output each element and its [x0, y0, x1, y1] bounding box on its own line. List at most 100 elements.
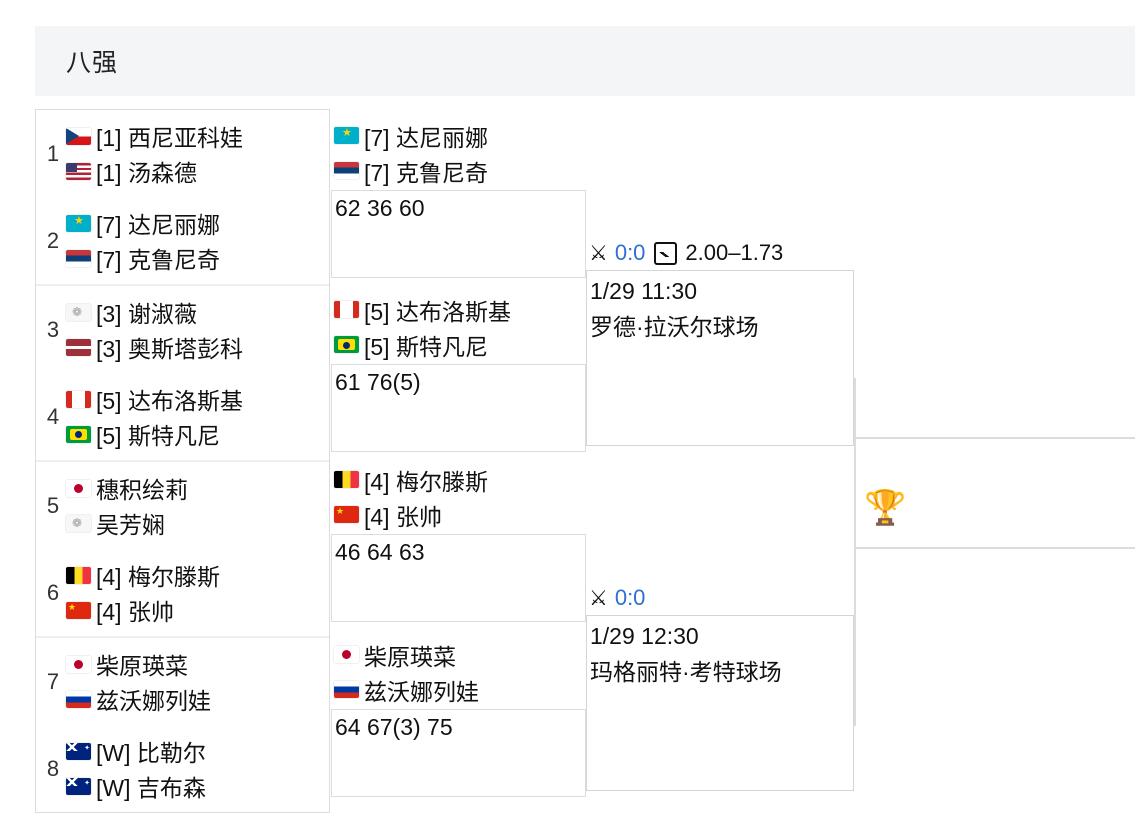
player-entry[interactable]: [4] 梅尔滕斯 — [334, 462, 586, 497]
player-entry[interactable]: [7] 达尼丽娜 — [334, 118, 586, 153]
team-block: [W] 比勒尔[W] 吉布森 — [66, 734, 329, 804]
australia-flag — [66, 742, 91, 760]
player-entry[interactable]: [W] 比勒尔 — [66, 734, 329, 769]
player-name: 柴原瑛菜 — [364, 643, 456, 670]
player-name: [4] 梅尔滕斯 — [364, 468, 488, 495]
crossed-swords-icon: ⚔ — [589, 586, 608, 610]
match-venue: 玛格丽特·考特球场 — [590, 659, 782, 685]
player-entry[interactable]: [4] 张帅 — [66, 593, 329, 628]
player-name: 穗积绘莉 — [96, 477, 188, 503]
player-entry[interactable]: 兹沃娜列娃 — [66, 682, 329, 717]
final-connector-line — [854, 378, 856, 726]
player-entry[interactable]: [4] 梅尔滕斯 — [66, 558, 329, 593]
player-name: [1] 西尼亚科娃 — [96, 125, 243, 151]
player-entry[interactable]: [4] 张帅 — [334, 497, 586, 532]
player-entry[interactable]: [5] 斯特凡尼 — [66, 417, 329, 452]
player-name: 兹沃娜列娃 — [96, 688, 211, 714]
odds-value[interactable]: 2.00–1.73 — [685, 240, 784, 265]
row-number: 1 — [46, 140, 60, 166]
kazakhstan-flag — [334, 127, 359, 144]
quarterfinal-row[interactable]: 6 [4] 梅尔滕斯 [4] 张帅 — [36, 549, 329, 636]
player-name: [5] 斯特凡尼 — [364, 333, 488, 360]
live-score[interactable]: 0:0 — [614, 240, 646, 265]
chinese-taipei-flag — [66, 303, 91, 321]
row-number: 8 — [46, 755, 60, 781]
match-status-bar: ⚔0:0 — [586, 581, 854, 615]
quarterfinal-row[interactable]: 4[5] 达布洛斯基[5] 斯特凡尼 — [36, 373, 329, 460]
player-name: [7] 达尼丽娜 — [364, 124, 488, 151]
russia-flag — [334, 681, 359, 698]
japan-flag — [334, 646, 359, 663]
player-name: [4] 梅尔滕斯 — [96, 564, 220, 590]
team-block: [7] 达尼丽娜 [7] 克鲁尼奇 — [66, 206, 329, 276]
brazil-flag — [66, 425, 91, 443]
player-name: [3] 奥斯塔彭科 — [96, 336, 243, 362]
player-entry[interactable]: 柴原瑛菜 — [334, 637, 586, 672]
player-name: [4] 张帅 — [96, 599, 174, 625]
quarterfinal-row[interactable]: 1 [1] 西尼亚科娃 [1] 汤森德 — [36, 110, 329, 197]
team-block: 柴原瑛菜兹沃娜列娃 — [66, 647, 329, 717]
quarterfinal-row[interactable]: 2 [7] 达尼丽娜 [7] 克鲁尼奇 — [36, 197, 329, 284]
team-block: [4] 梅尔滕斯 [4] 张帅 — [66, 558, 329, 628]
match-score: 64 67(3) 75 — [335, 714, 453, 740]
odds-chart-icon[interactable] — [654, 241, 678, 265]
match-datetime: 1/29 12:30 — [590, 623, 699, 649]
semifinal-team[interactable]: [5] 达布洛斯基 [5] 斯特凡尼 — [331, 288, 586, 364]
row-number: 6 — [46, 579, 60, 605]
kazakhstan-flag — [66, 214, 91, 232]
live-score[interactable]: 0:0 — [614, 585, 646, 610]
belgium-flag — [66, 566, 91, 584]
row-number: 2 — [46, 227, 60, 253]
player-entry[interactable]: [5] 斯特凡尼 — [334, 327, 586, 362]
player-entry[interactable]: 穗积绘莉 — [66, 471, 329, 506]
china-flag — [334, 506, 359, 523]
semifinal-slot: [7] 达尼丽娜[7] 克鲁尼奇 62 36 60 — [331, 114, 586, 278]
player-name: [3] 谢淑薇 — [96, 301, 197, 327]
semifinal-slot: [5] 达布洛斯基 [5] 斯特凡尼 61 76(5) — [331, 288, 586, 452]
china-flag — [66, 601, 91, 619]
player-entry[interactable]: [3] 谢淑薇 — [66, 295, 329, 330]
russia-flag — [66, 690, 91, 708]
row-number: 4 — [46, 403, 60, 429]
player-entry[interactable]: [5] 达布洛斯基 — [334, 292, 586, 327]
semifinal-team[interactable]: [4] 梅尔滕斯[4] 张帅 — [331, 458, 586, 534]
player-entry[interactable]: 柴原瑛菜 — [66, 647, 329, 682]
chinese-taipei-flag — [66, 514, 91, 532]
player-name: [7] 达尼丽娜 — [96, 212, 220, 238]
player-entry[interactable]: [7] 达尼丽娜 — [66, 206, 329, 241]
semifinal-score-box: 61 76(5) — [331, 364, 586, 452]
player-entry[interactable]: 吴芳娴 — [66, 506, 329, 541]
japan-flag — [66, 479, 91, 497]
row-number: 5 — [46, 492, 60, 518]
quarterfinal-row[interactable]: 5 穗积绘莉吴芳娴 — [36, 462, 329, 549]
page-title: 八强 — [66, 49, 119, 77]
match-score: 62 36 60 — [335, 195, 425, 221]
final-row: 🏆 — [854, 437, 1135, 549]
quarterfinal-row[interactable]: 3[3] 谢淑薇[3] 奥斯塔彭科 — [36, 286, 329, 373]
team-block: [5] 达布洛斯基[5] 斯特凡尼 — [66, 382, 329, 452]
player-entry[interactable]: 兹沃娜列娃 — [334, 672, 586, 707]
player-name: 吴芳娴 — [96, 512, 165, 538]
quarterfinal-row[interactable]: 8[W] 比勒尔[W] 吉布森 — [36, 725, 329, 812]
semifinal-slot: 柴原瑛菜兹沃娜列娃 64 67(3) 75 — [331, 633, 586, 797]
australia-flag — [66, 777, 91, 795]
semifinal-score-box: 64 67(3) 75 — [331, 709, 586, 797]
semifinal-team[interactable]: 柴原瑛菜兹沃娜列娃 — [331, 633, 586, 709]
player-entry[interactable]: [3] 奥斯塔彭科 — [66, 330, 329, 365]
match-detail-box: 1/29 12:30 玛格丽特·考特球场 — [586, 615, 854, 791]
brazil-flag — [334, 336, 359, 353]
player-entry[interactable]: [7] 克鲁尼奇 — [334, 153, 586, 188]
semifinal-team[interactable]: [7] 达尼丽娜[7] 克鲁尼奇 — [331, 114, 586, 190]
player-entry[interactable]: [1] 西尼亚科娃 — [66, 119, 329, 154]
player-entry[interactable]: [1] 汤森德 — [66, 154, 329, 189]
player-name: 兹沃娜列娃 — [364, 678, 479, 705]
player-entry[interactable]: [W] 吉布森 — [66, 769, 329, 804]
player-entry[interactable]: [5] 达布洛斯基 — [66, 382, 329, 417]
player-entry[interactable]: [7] 克鲁尼奇 — [66, 241, 329, 276]
